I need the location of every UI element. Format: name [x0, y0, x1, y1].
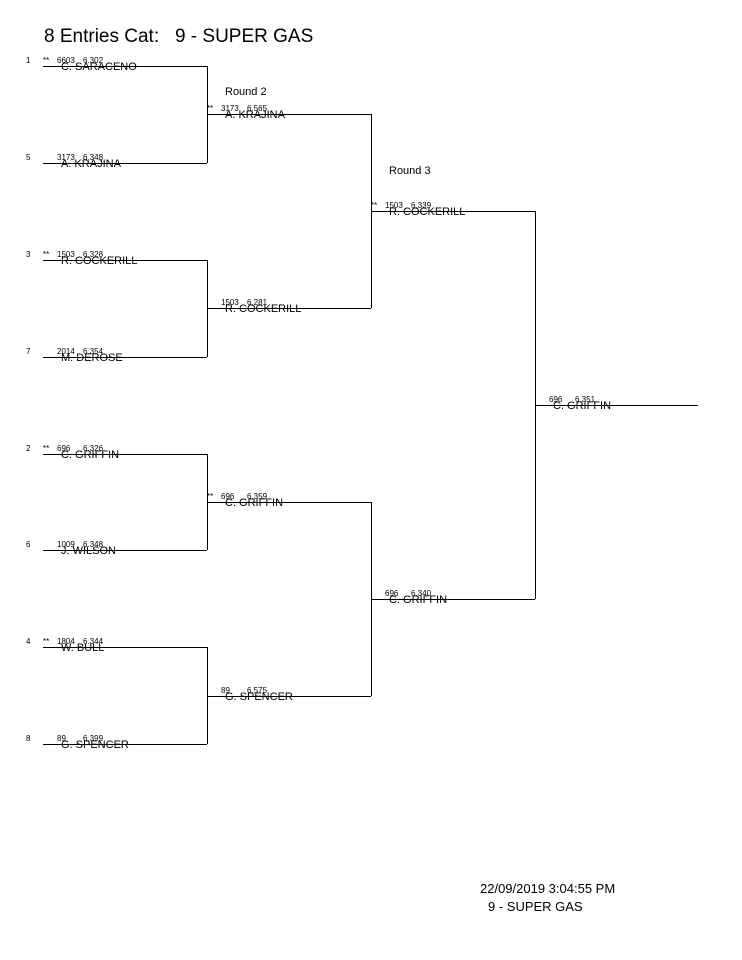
round3-line	[371, 599, 535, 600]
round-2-label: Round 2	[225, 86, 267, 98]
slot-time: 6.302	[83, 56, 104, 65]
seed-number: 5	[26, 153, 31, 162]
round1-connector	[207, 647, 208, 744]
round1-line	[43, 357, 207, 358]
slot-car-number: 1503	[385, 201, 403, 210]
slot-racer-name: R. COCKERILL	[225, 303, 302, 315]
slot-racer-name: R. COCKERILL	[61, 255, 138, 267]
round1-line	[43, 260, 207, 261]
slot-car-number: 2014	[57, 347, 75, 356]
slot-racer-name: R. COCKERILL	[389, 206, 466, 218]
round1-line	[43, 163, 207, 164]
slot-racer-name: J. WILSON	[61, 545, 117, 557]
slot-racer-name: G. SPENCER	[61, 739, 129, 751]
seed-number: 3	[26, 250, 31, 259]
seed-number: 6	[26, 540, 31, 549]
slot-racer-name: W. BULL	[61, 642, 105, 654]
slot-racer-name: C. GRIFFIN	[389, 594, 448, 606]
slot-racer-name: C. GRIFFIN	[61, 449, 120, 461]
slot-time: 6.348	[83, 153, 104, 162]
seed-number: 8	[26, 734, 31, 743]
slot-marker: **	[207, 492, 214, 501]
footer-timestamp: 22/09/2019 3:04:55 PM	[480, 881, 616, 896]
slot-time: 6.340	[411, 589, 432, 598]
slot-marker: **	[207, 104, 214, 113]
round1-line	[43, 454, 207, 455]
slot-racer-name: C. GRIFFIN	[225, 497, 284, 509]
round1-line	[43, 647, 207, 648]
slot-car-number: 3173	[57, 153, 75, 162]
slot-car-number: 89	[57, 734, 66, 743]
slot-racer-name: G. SPENCER	[225, 691, 293, 703]
seed-number: 7	[26, 347, 31, 356]
round3-line	[371, 211, 535, 212]
slot-marker: **	[43, 250, 50, 259]
page-title: 8 Entries Cat: 9 - SUPER GAS	[44, 26, 314, 47]
slot-time: 6.326	[83, 444, 104, 453]
round1-line	[43, 744, 207, 745]
slot-time: 6.348	[83, 540, 104, 549]
slot-car-number: 1804	[57, 637, 75, 646]
final-line	[535, 405, 698, 406]
round2-line	[207, 114, 371, 115]
footer-category: 9 - SUPER GAS	[488, 899, 583, 914]
slot-car-number: 1503	[57, 250, 75, 259]
slot-time: 6.399	[83, 734, 104, 743]
slot-car-number: 1503	[221, 298, 239, 307]
slot-time: 6.351	[575, 395, 596, 404]
slot-racer-name: C. GRIFFIN	[553, 400, 612, 412]
slot-time: 6.328	[83, 250, 104, 259]
slot-time: 6.575	[247, 686, 268, 695]
seed-number: 4	[26, 637, 31, 646]
slot-time: 6.359	[247, 492, 268, 501]
slot-marker: **	[43, 56, 50, 65]
slot-time: 6.565	[247, 104, 268, 113]
slot-car-number: 6603	[57, 56, 75, 65]
slot-marker: **	[43, 444, 50, 453]
slot-car-number: 1009	[57, 540, 75, 549]
round2-line	[207, 696, 371, 697]
round-3-label: Round 3	[389, 165, 431, 177]
round1-line	[43, 66, 207, 67]
seed-number: 2	[26, 444, 31, 453]
slot-time: 6.339	[411, 201, 432, 210]
slot-racer-name: A. KRAJINA	[61, 158, 121, 170]
round2-line	[207, 502, 371, 503]
round2-line	[207, 308, 371, 309]
slot-car-number: 696	[221, 492, 235, 501]
slot-time: 6.281	[247, 298, 268, 307]
slot-marker: **	[371, 201, 378, 210]
slot-car-number: 89	[221, 686, 230, 695]
slot-car-number: 696	[57, 444, 71, 453]
slot-racer-name: A. KRAJINA	[225, 109, 285, 121]
slot-car-number: 696	[549, 395, 563, 404]
slot-marker: **	[43, 637, 50, 646]
slot-time: 6.344	[83, 637, 104, 646]
slot-car-number: 696	[385, 589, 399, 598]
slot-racer-name: C. SARACENO	[61, 61, 137, 73]
slot-time: 6.354	[83, 347, 104, 356]
seed-number: 1	[26, 56, 31, 65]
slot-car-number: 3173	[221, 104, 239, 113]
round1-line	[43, 550, 207, 551]
slot-racer-name: M. DEROSE	[61, 352, 123, 364]
